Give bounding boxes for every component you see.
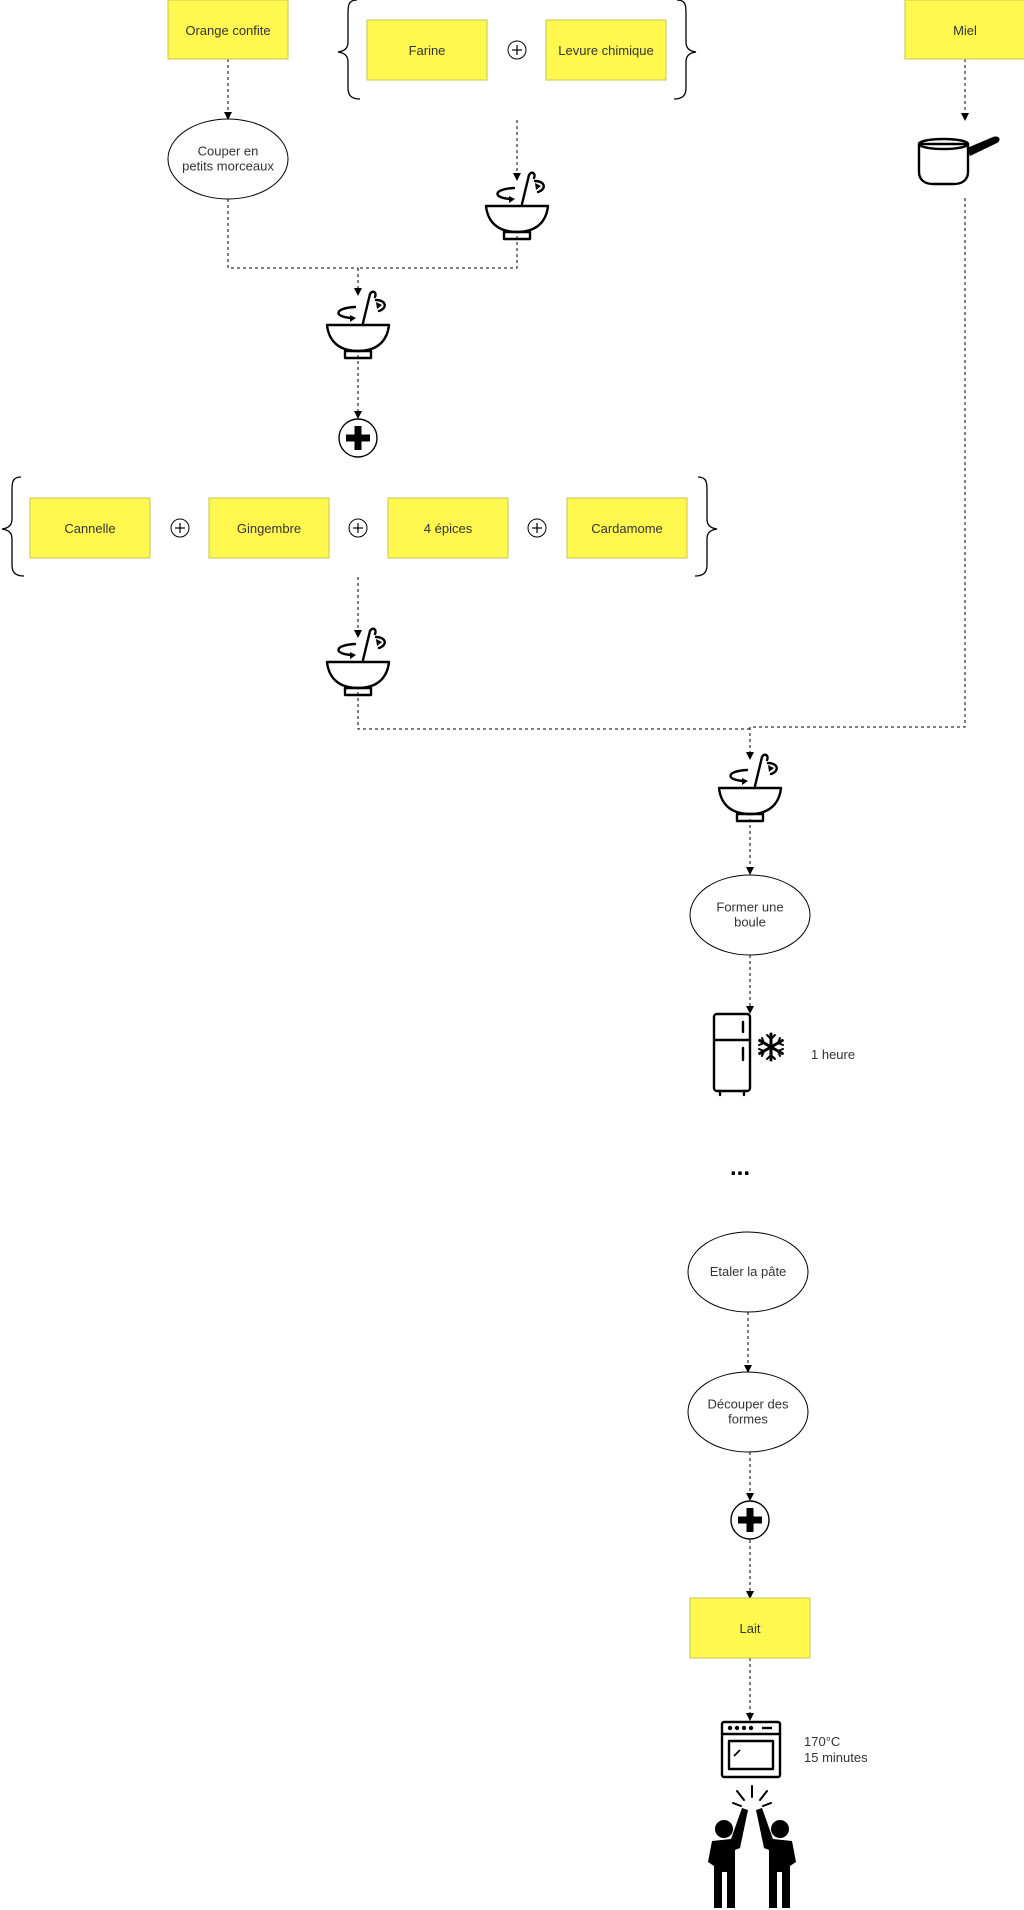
plus-circle-bold-icon bbox=[338, 418, 378, 458]
oven-temperature: 170°C bbox=[804, 1734, 840, 1749]
high-five-icon bbox=[708, 1785, 796, 1908]
ingredient-farine[interactable]: Farine bbox=[366, 19, 488, 81]
plus-circle-bold-icon bbox=[730, 1500, 770, 1540]
oven-icon bbox=[720, 1720, 782, 1779]
ingredient-lait[interactable]: Lait bbox=[689, 1597, 811, 1659]
plus-circle-icon bbox=[507, 40, 527, 60]
ellipsis: ... bbox=[730, 1154, 750, 1181]
spice-brace-right bbox=[694, 476, 718, 577]
ingredient-label: Miel bbox=[953, 23, 977, 38]
ingredient-gingembre[interactable]: Gingembre bbox=[208, 497, 330, 559]
ingredient-label: 4 épices bbox=[424, 521, 473, 536]
ingredient-label: Levure chimique bbox=[558, 43, 653, 58]
plus-circle-icon bbox=[170, 518, 190, 538]
step-etaler[interactable]: Etaler la pâte bbox=[687, 1231, 809, 1313]
saucepan-icon bbox=[917, 136, 1000, 186]
ingredient-orange-confite[interactable]: Orange confite bbox=[167, 0, 289, 60]
spice-brace-left bbox=[1, 476, 25, 577]
mixing-bowl-icon bbox=[325, 290, 391, 360]
connectors bbox=[224, 59, 969, 1721]
ingredient-4-epices[interactable]: 4 épices bbox=[387, 497, 509, 559]
step-label: Etaler la pâte bbox=[710, 1264, 787, 1279]
ingredient-miel[interactable]: Miel bbox=[904, 0, 1024, 60]
fridge-icon bbox=[712, 1012, 752, 1097]
ingredient-cardamome[interactable]: Cardamome bbox=[566, 497, 688, 559]
plus-circle-icon bbox=[527, 518, 547, 538]
ingredient-label: Cardamome bbox=[591, 521, 663, 536]
oven-duration: 15 minutes bbox=[804, 1750, 868, 1765]
fridge-duration: 1 heure bbox=[811, 1047, 855, 1062]
mixing-bowl-icon bbox=[484, 171, 550, 241]
ingredient-label: Farine bbox=[409, 43, 446, 58]
group-brace-right bbox=[673, 0, 697, 100]
ingredient-cannelle[interactable]: Cannelle bbox=[29, 497, 151, 559]
plus-circle-icon bbox=[348, 518, 368, 538]
ingredient-levure-chimique[interactable]: Levure chimique bbox=[545, 19, 667, 81]
ingredient-label: Gingembre bbox=[237, 521, 301, 536]
group-brace-left bbox=[337, 0, 361, 100]
ingredient-label: Orange confite bbox=[185, 23, 270, 38]
ingredient-label: Lait bbox=[740, 1621, 761, 1636]
ingredient-label: Cannelle bbox=[64, 521, 115, 536]
mixing-bowl-icon bbox=[717, 753, 783, 823]
mixing-bowl-icon bbox=[325, 627, 391, 697]
snowflake-icon bbox=[758, 1032, 784, 1062]
